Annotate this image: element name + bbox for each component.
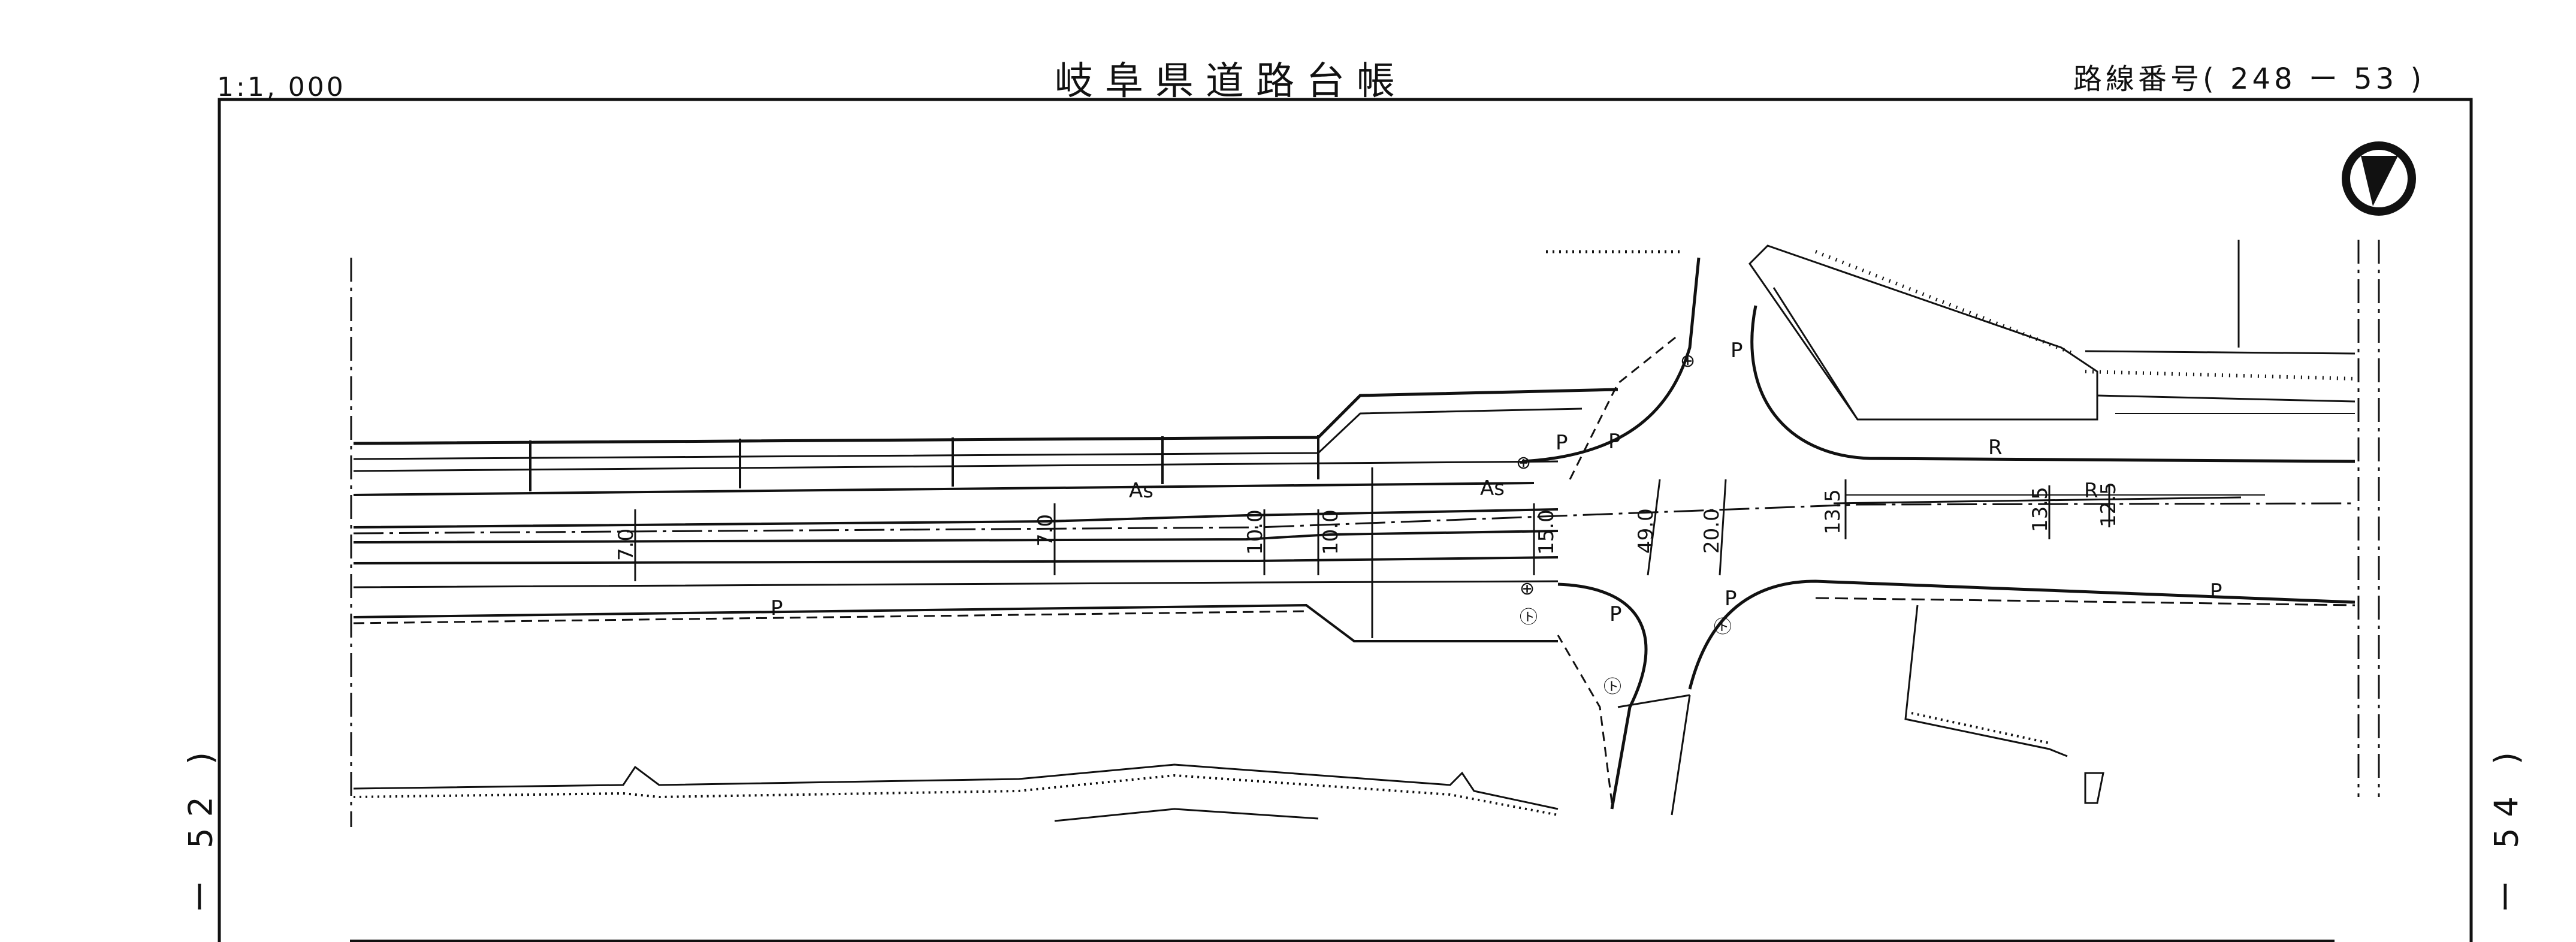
pole-label: P	[2210, 579, 2222, 603]
width-label: 10.0	[1243, 509, 1267, 555]
width-label: 13.5	[2028, 487, 2052, 532]
route-number: 路線番号( 248 ー 53 )	[2073, 62, 2426, 96]
sheet-title: 岐阜県道路台帳	[1055, 59, 1407, 104]
surface-label: As	[1129, 479, 1153, 503]
width-label: 10.0	[1319, 509, 1343, 555]
ne-embankment	[1546, 240, 2355, 505]
pole-label: P	[1608, 430, 1621, 454]
manhole-icon: ⊕	[1680, 351, 1695, 372]
width-dimension-lines	[634, 479, 2110, 581]
pole-label: P	[771, 596, 783, 620]
north-arrow-icon	[2342, 141, 2416, 216]
map-labels: As As 7.0 7.0 10.0 10.0 15.0 49.0 20.0 1…	[614, 339, 2222, 698]
scale-label: 1:1, 000	[217, 72, 346, 102]
r-label: R	[2084, 479, 2098, 503]
telephone-pole-icon: ㋣	[1714, 617, 1732, 638]
south-side-features	[353, 605, 2104, 822]
width-label: 15.0	[1535, 509, 1559, 555]
width-label: 12.5	[2097, 482, 2121, 527]
manhole-icon: ⊕	[1520, 578, 1535, 599]
pole-label: P	[1731, 339, 1743, 363]
manhole-icon: ⊕	[1516, 452, 1531, 473]
intersection-curbs	[1521, 257, 2355, 816]
width-label: 7.0	[1034, 514, 1058, 547]
r-label: R	[1988, 436, 2003, 460]
width-label: 20.0	[1700, 508, 1724, 554]
width-label: 49.0	[1634, 508, 1658, 554]
section-boundaries	[350, 240, 2380, 827]
pole-label: P	[1609, 602, 1622, 626]
pole-label: P	[1725, 587, 1737, 611]
pole-label: P	[1556, 431, 1568, 455]
road-centerline	[353, 502, 2355, 535]
width-label: 13.5	[1821, 489, 1845, 535]
telephone-pole-icon: ㋣	[1520, 607, 1538, 628]
road-edges	[353, 467, 1559, 642]
surface-label: As	[1480, 476, 1505, 500]
telephone-pole-icon: ㋣	[1603, 677, 1621, 698]
sheet-frame	[218, 98, 2473, 942]
north-side-wall	[353, 388, 1618, 491]
width-label: 7.0	[614, 529, 638, 561]
